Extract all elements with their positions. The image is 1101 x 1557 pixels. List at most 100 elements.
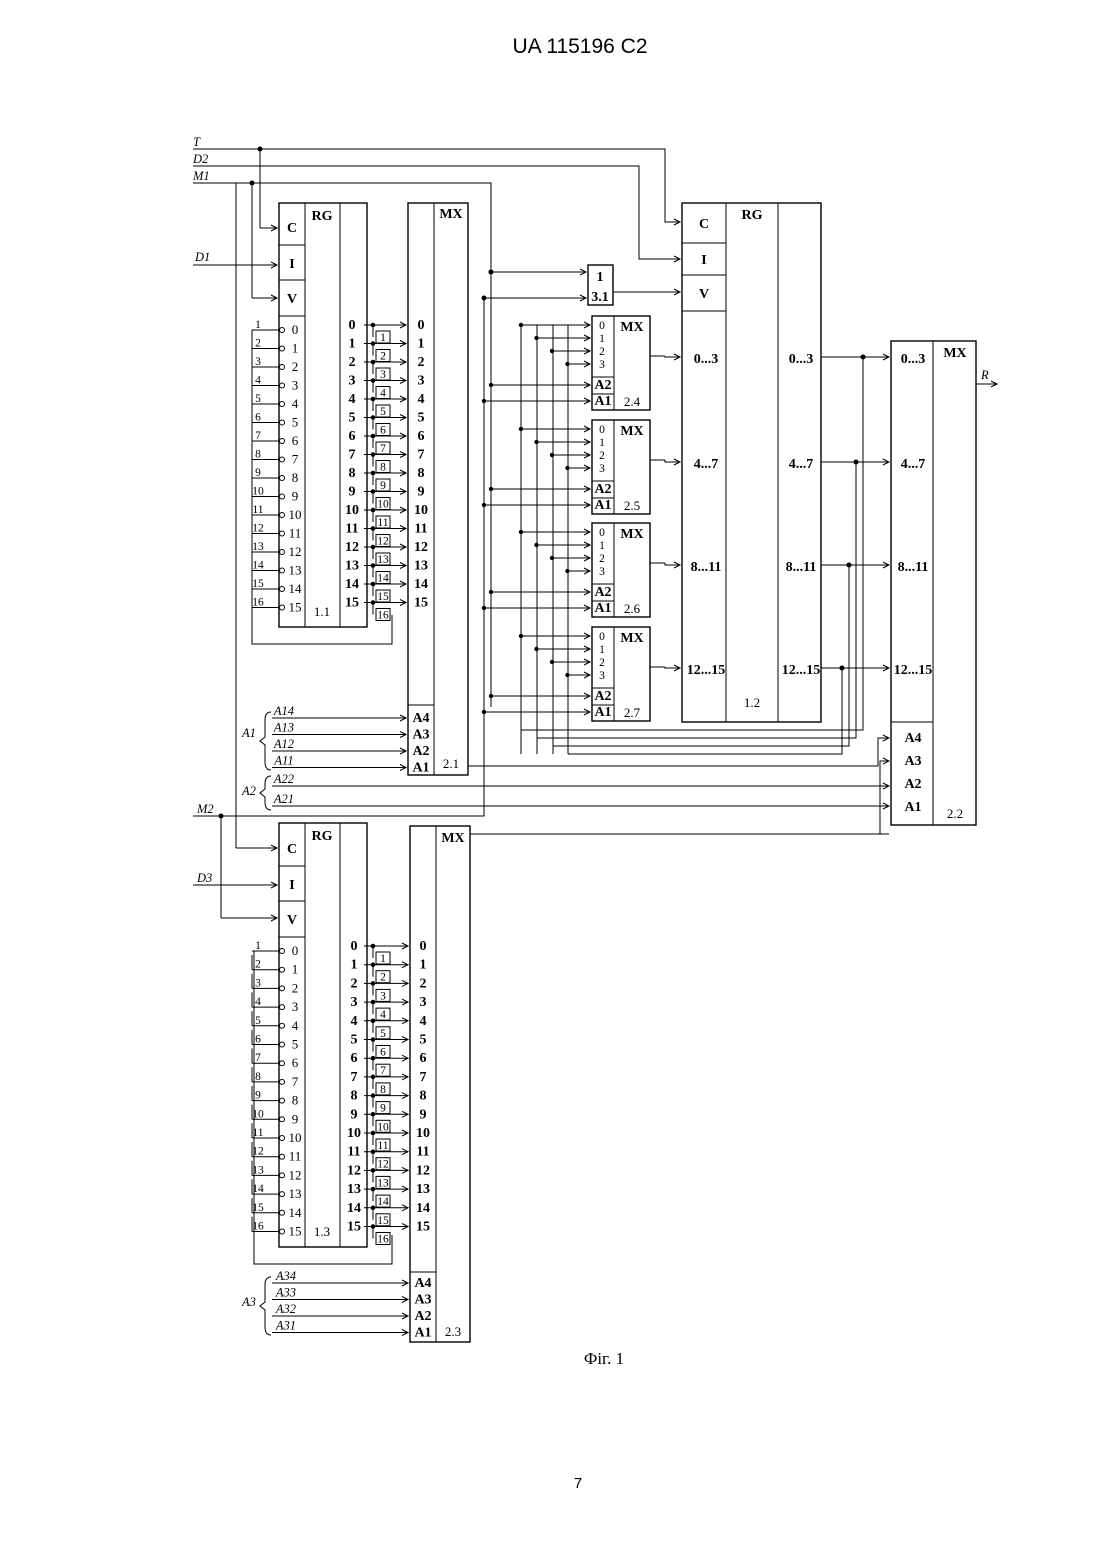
rg13-in-bit-label: 10 bbox=[289, 1130, 302, 1145]
rg13-mux-in-label: 15 bbox=[416, 1220, 430, 1235]
input-inversion-bubble bbox=[280, 1192, 285, 1197]
register-1-1: C I V RG 1.1 011223344556677889910101111… bbox=[252, 203, 406, 627]
input-inversion-bubble bbox=[280, 531, 285, 536]
rg11-in-bit-label: 1 bbox=[292, 341, 299, 356]
bus-a1-signal-label: A12 bbox=[273, 737, 294, 751]
mx21-id: 2.1 bbox=[443, 756, 459, 771]
rg13-tap-label: 2 bbox=[380, 972, 386, 984]
mux-2-1: MX 2.1 0123456789101112131415 A4A3A2A1 bbox=[408, 203, 468, 776]
rg11-mux-in-label: 15 bbox=[414, 596, 428, 611]
rg11-mux-in-label: 11 bbox=[414, 522, 427, 537]
input-inversion-bubble bbox=[280, 365, 285, 370]
rg11-in-bit-label: 8 bbox=[292, 470, 299, 485]
bus-a3-lines: A34A33A32A31 bbox=[272, 1269, 408, 1333]
rg13-tap-label: 1 bbox=[380, 953, 386, 965]
mx21-address-labels: A4A3A2A1 bbox=[412, 711, 429, 776]
rg11-in-bit-label: 10 bbox=[289, 507, 302, 522]
rg11-in-bit-label: 5 bbox=[292, 415, 299, 430]
patent-header: UA 115196 C2 bbox=[512, 35, 647, 58]
rg13-in-number-label: 1 bbox=[255, 940, 261, 952]
rg11-in-number-label: 13 bbox=[252, 541, 264, 553]
small-mux-in-label: 1 bbox=[599, 644, 605, 656]
bus-a2-label: A2 bbox=[241, 784, 256, 798]
rg11-out-bit-label: 1 bbox=[349, 337, 356, 352]
rg11-out-bit-label: 12 bbox=[345, 540, 359, 555]
rg11-output-labels: 0112233445566778899101011111212131314141… bbox=[345, 318, 406, 622]
rg13-in-bit-label: 15 bbox=[289, 1224, 302, 1239]
rg13-tap-label: 10 bbox=[377, 1121, 389, 1133]
bus-a1-lines: A14A13A12A11 bbox=[272, 704, 406, 768]
input-inversion-bubble bbox=[280, 986, 285, 991]
rg13-out-bit-label: 14 bbox=[347, 1201, 361, 1216]
rg11-tap-label: 13 bbox=[377, 554, 389, 566]
signal-t-label: T bbox=[193, 135, 201, 149]
input-inversion-bubble bbox=[280, 1136, 285, 1141]
input-inversion-bubble bbox=[280, 1173, 285, 1178]
rg13-in-number-label: 5 bbox=[255, 1015, 261, 1027]
rg11-in-bit-label: 12 bbox=[289, 544, 302, 559]
mx23-title: MX bbox=[441, 831, 464, 846]
rg11-mux-in-label: 14 bbox=[414, 577, 428, 592]
input-inversion-bubble bbox=[280, 1210, 285, 1215]
rg11-tap-label: 3 bbox=[380, 369, 386, 381]
small-mux-junction bbox=[550, 556, 554, 560]
mx22-addr-a4: A4 bbox=[904, 731, 921, 746]
signal-d1-label: D1 bbox=[194, 250, 210, 264]
rg11-in-bit-label: 4 bbox=[292, 396, 299, 411]
small-mux-in-label: 1 bbox=[599, 437, 605, 449]
rg13-out-bit-label: 12 bbox=[347, 1163, 361, 1178]
rg11-mux-in-label: 5 bbox=[418, 411, 425, 426]
input-inversion-bubble bbox=[280, 1079, 285, 1084]
mx21-addr-label: A1 bbox=[412, 761, 429, 776]
rg11-in-number-label: 14 bbox=[252, 560, 264, 572]
rg13-mux-in-label: 5 bbox=[420, 1033, 427, 1048]
rg13-out-bit-label: 5 bbox=[351, 1033, 358, 1048]
rg12-id: 1.2 bbox=[744, 695, 760, 710]
rg11-out-bit-label: 4 bbox=[349, 392, 356, 407]
rg12-in-group-3: 12...15 bbox=[687, 663, 726, 678]
small-mux-in-label: 2 bbox=[599, 657, 605, 669]
rg13-in-bit-label: 7 bbox=[292, 1074, 299, 1089]
input-inversion-bubble bbox=[280, 1023, 285, 1028]
rg11-in-bit-label: 13 bbox=[289, 563, 302, 578]
rg13-tap-label: 13 bbox=[377, 1177, 389, 1189]
small-mux-id: 2.6 bbox=[624, 601, 641, 616]
rg13-out-bit-label: 8 bbox=[351, 1089, 358, 1104]
rg11-in-bit-label: 11 bbox=[289, 526, 302, 541]
rg13-mux-in-label: 14 bbox=[416, 1201, 430, 1216]
rg11-out-bit-label: 0 bbox=[349, 318, 356, 333]
small-mux-in-label: 3 bbox=[599, 566, 605, 578]
rg11-mux-in-label: 13 bbox=[414, 559, 428, 574]
signal-m2-label: M2 bbox=[196, 802, 214, 816]
small-mux-addr-label: A2 bbox=[594, 689, 611, 704]
small-mux-in-label: 1 bbox=[599, 333, 605, 345]
small-mux-in-label: 3 bbox=[599, 463, 605, 475]
rg13-in-number-label: 7 bbox=[255, 1052, 261, 1064]
input-inversion-bubble bbox=[280, 439, 285, 444]
rg11-tap-label: 2 bbox=[380, 351, 386, 363]
input-inversion-bubble bbox=[280, 383, 285, 388]
rg13-mux-in-label: 7 bbox=[420, 1070, 427, 1085]
mx22-addr-a1: A1 bbox=[904, 800, 921, 815]
bus-a1-brace bbox=[260, 712, 271, 770]
rg13-out-bit-label: 2 bbox=[351, 976, 358, 991]
mux-2-2: MX 2.2 0...3 4...7 8...11 12...15 A4 A3 … bbox=[891, 341, 976, 825]
rg13-out-bit-label: 1 bbox=[351, 958, 358, 973]
rg11-in-bit-label: 9 bbox=[292, 489, 299, 504]
rg13-in-number-label: 6 bbox=[255, 1034, 261, 1046]
bus-a3-label: A3 bbox=[241, 1295, 256, 1309]
rg11-mux-in-label: 6 bbox=[418, 429, 425, 444]
small-mux-title: MX bbox=[620, 527, 643, 542]
rg13-v-label: V bbox=[287, 913, 297, 928]
rg13-tap-label: 7 bbox=[380, 1065, 386, 1077]
small-mux-id: 2.4 bbox=[624, 394, 641, 409]
rg13-in-bit-label: 6 bbox=[292, 1055, 299, 1070]
small-mux-junction bbox=[550, 349, 554, 353]
input-inversion-bubble bbox=[280, 1042, 285, 1047]
mx23-addr-label: A4 bbox=[414, 1276, 431, 1291]
input-inversion-bubble bbox=[280, 476, 285, 481]
or31-id: 3.1 bbox=[591, 290, 609, 305]
bus-a1-label: A1 bbox=[241, 726, 256, 740]
rg11-tap-label: 5 bbox=[380, 406, 386, 418]
rg13-tap-label: 5 bbox=[380, 1028, 386, 1040]
